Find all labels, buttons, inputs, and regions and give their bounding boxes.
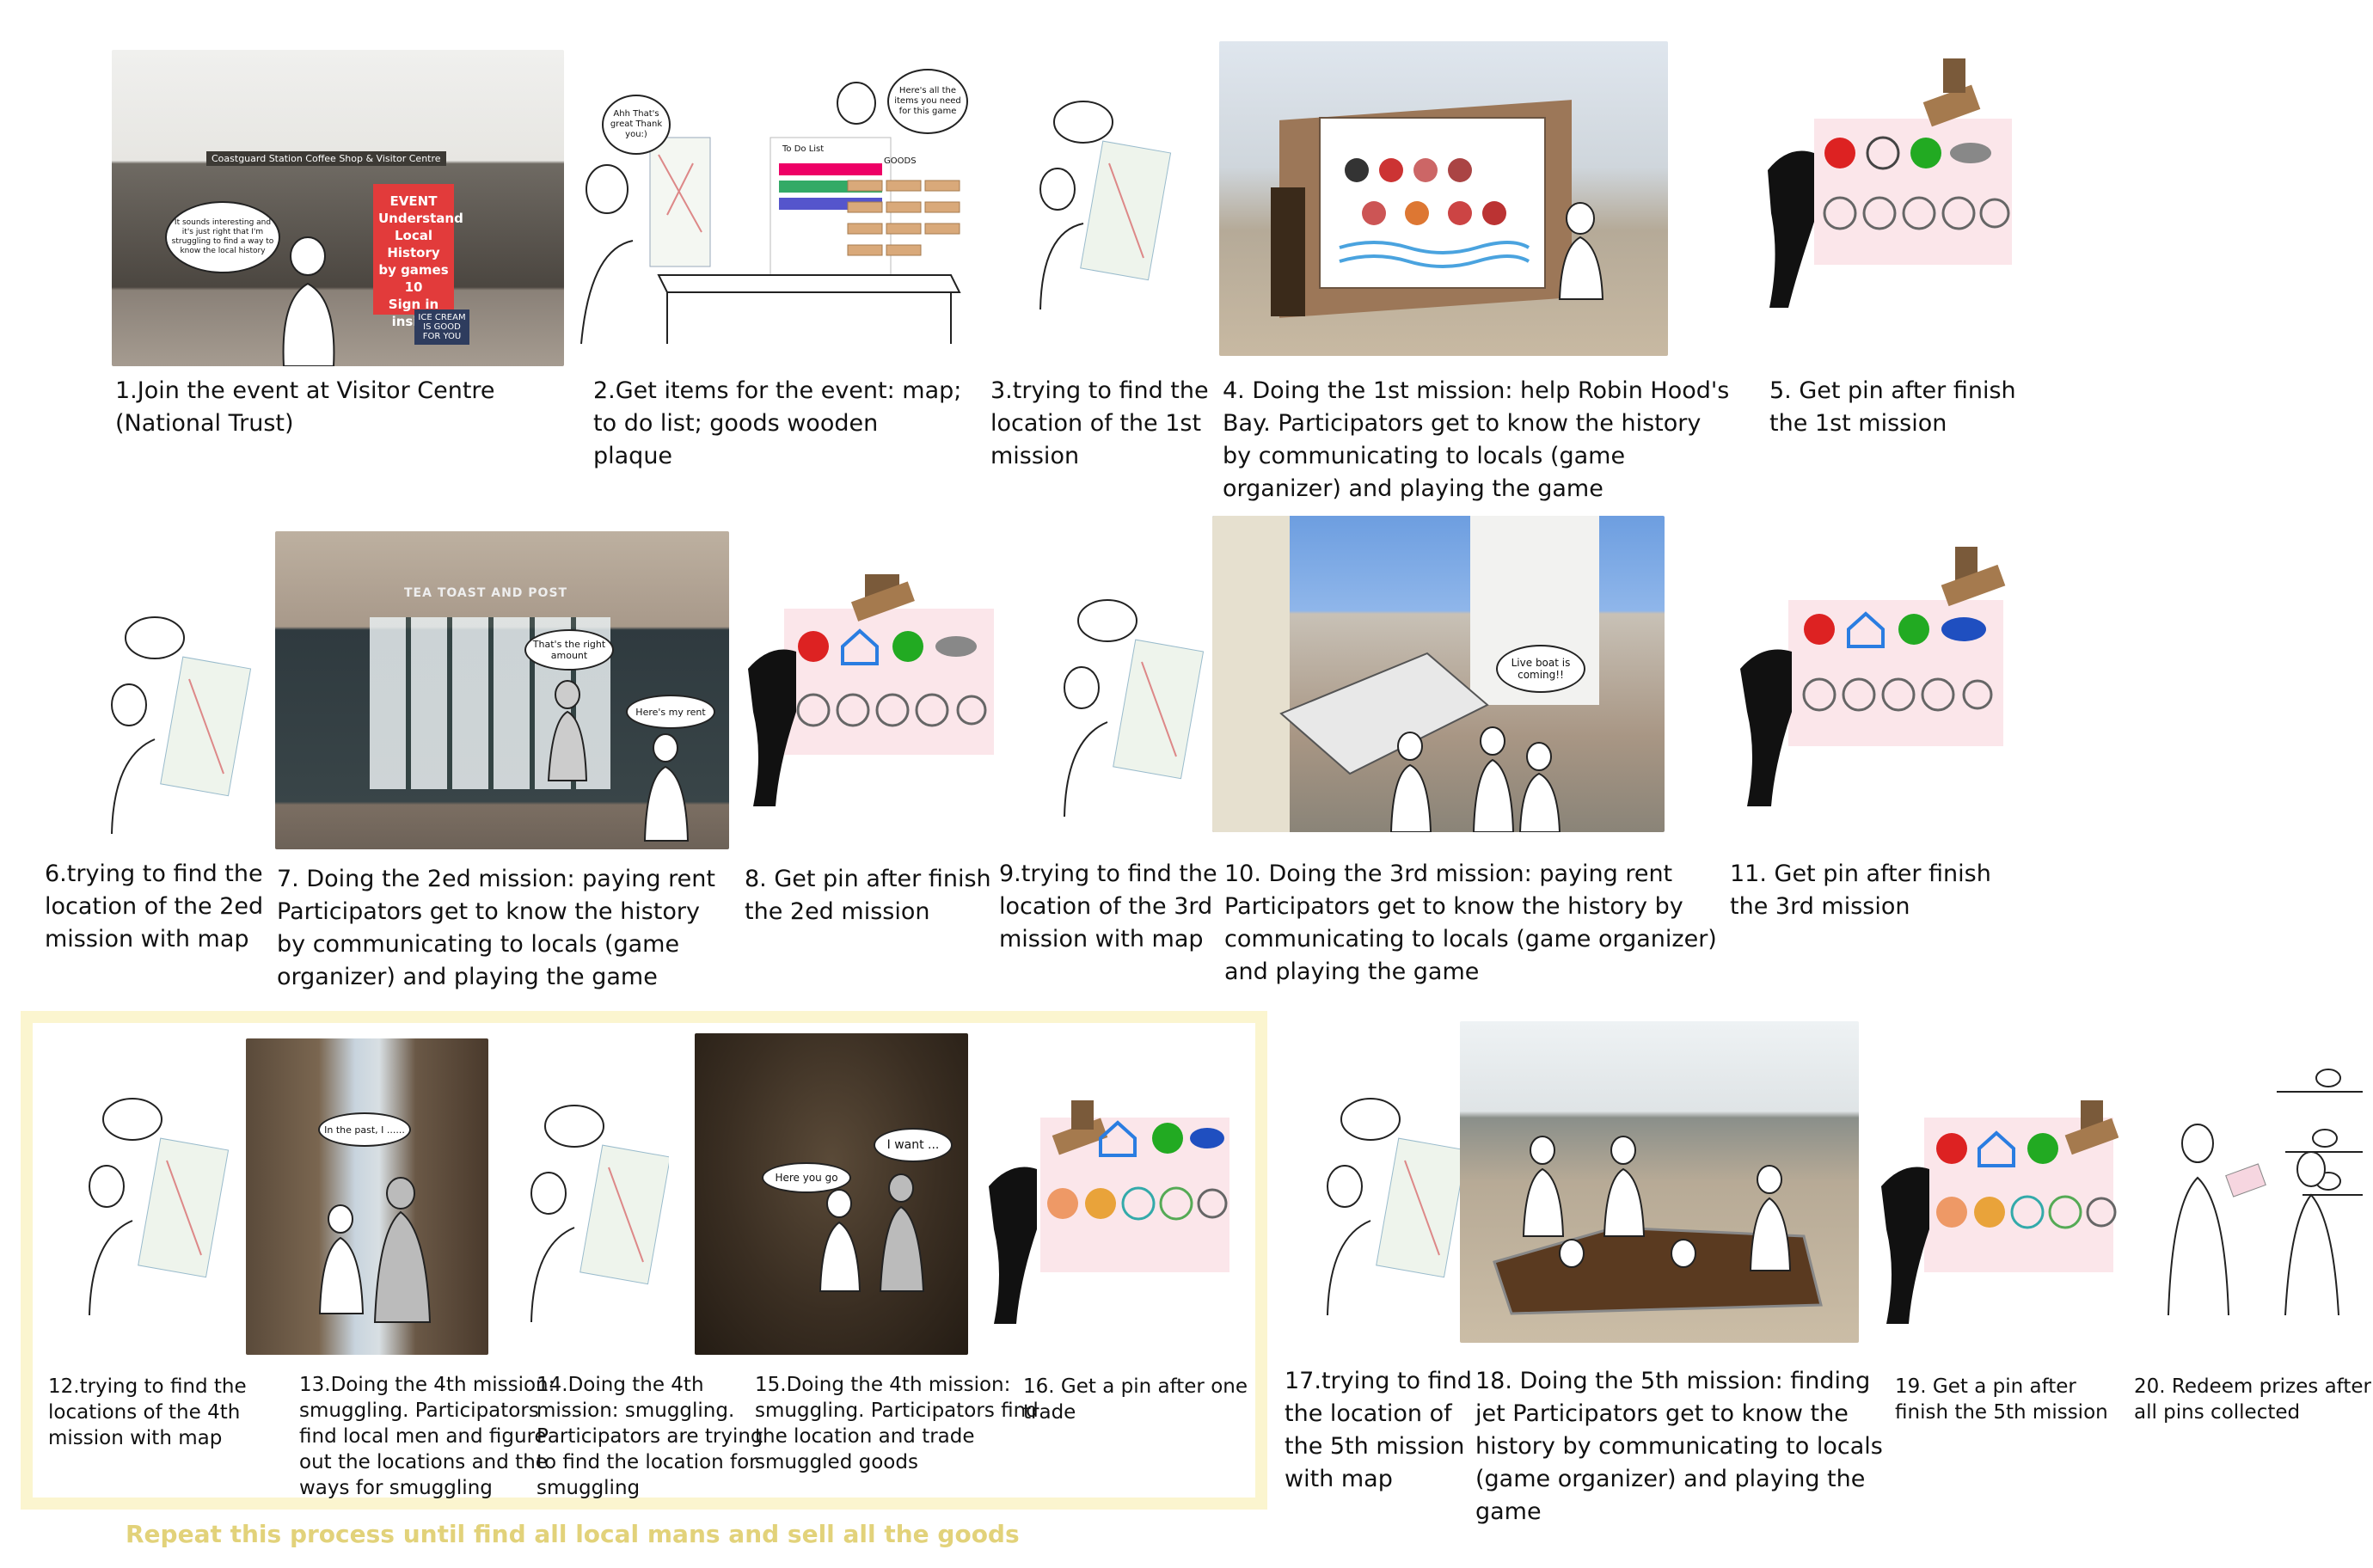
panel-10-photo: Live boat is coming!! [1212,516,1665,832]
hand-icon [1737,540,2012,815]
panel-5-pin-card [1763,58,2020,325]
goods-label: GOODS [884,156,917,166]
panel-19-pin-card [1878,1100,2119,1332]
panel-18-photo [1460,1021,1859,1343]
todo-list-label: To Do List [782,144,824,154]
figures-icon [275,531,729,849]
caption-1: 1.Join the event at Visitor Centre(Natio… [115,375,495,440]
panel-3-drawing [1023,95,1186,309]
panel-12-drawing [72,1092,236,1315]
panel-9-drawing [1047,593,1211,817]
caption-2: 2.Get items for the event: map;to do lis… [593,375,961,473]
repeat-note: Repeat this process until find all local… [126,1520,1020,1548]
figures-icon [1460,1021,1859,1343]
hand-icon [745,540,1003,815]
panel-7-photo: TEA TOAST AND POST That's the right amou… [275,531,729,849]
panel-8-pin-card [745,540,1003,815]
panel-1-photo: Coastguard Station Coffee Shop & Visitor… [112,50,564,366]
mission-game-board [1219,41,1668,356]
panel-2-drawing: To Do List GOODS Ahh That's great Thank … [573,60,977,352]
panel-4-photo [1219,41,1668,356]
figures-icon [246,1038,488,1355]
panel-14-drawing [514,1099,669,1322]
figures-icon [1212,516,1665,832]
speech-bubble: Here's all the items you need for this g… [887,69,968,134]
figures-icon [695,1033,968,1355]
panel-20-drawing [2156,1057,2371,1315]
caption-15: 15.Doing the 4th mission:smuggling. Part… [755,1372,1039,1475]
panel-15-photo: I want ... Here you go [695,1033,968,1355]
panel-11-pin-card [1737,540,2012,815]
hand-icon [1878,1100,2119,1332]
speech-bubble: Ahh That's great Thank you:) [602,95,671,155]
panel-17-drawing [1310,1092,1474,1315]
panel-13-photo: In the past, I ...... [246,1038,488,1355]
figure-icon [112,50,564,366]
hand-icon [1763,58,2020,325]
caption-4: 4. Doing the 1st mission: help Robin Hoo… [1223,375,1729,505]
hand-icon [985,1092,1235,1332]
panel-16-pin-card [985,1092,1235,1332]
caption-13: 13.Doing the 4th mission:smuggling. Part… [299,1372,555,1501]
panel-6-drawing [95,610,258,834]
